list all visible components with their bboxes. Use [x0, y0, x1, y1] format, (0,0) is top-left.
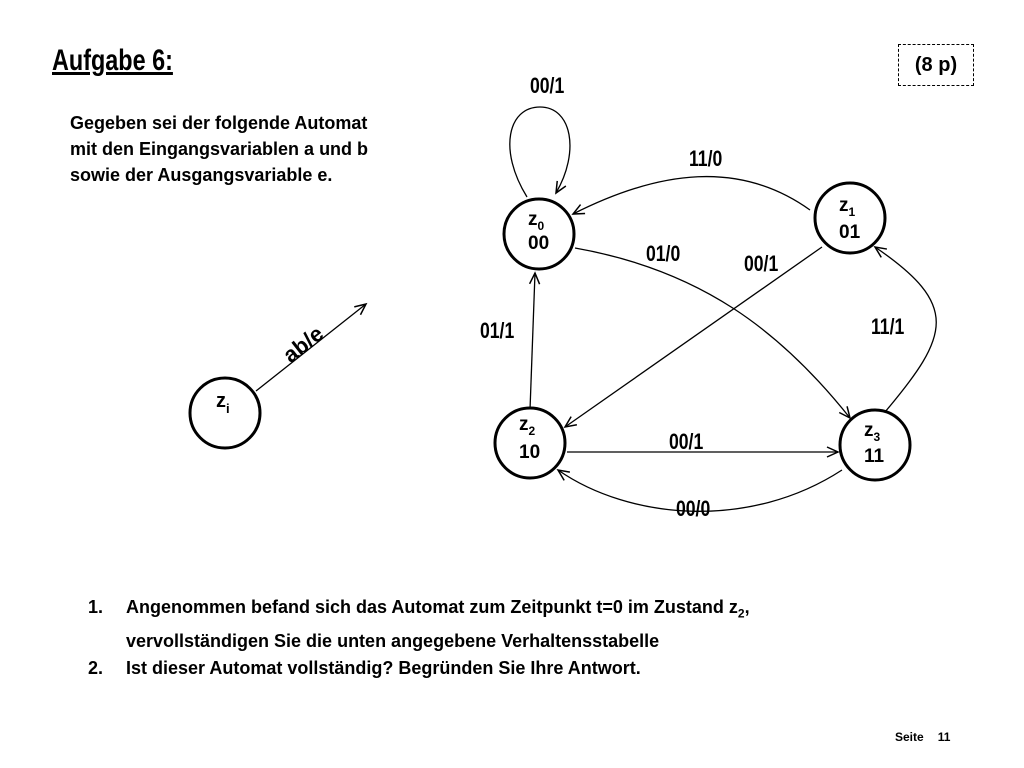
label-z0-self: 00/1	[530, 74, 564, 98]
state-z1: z1 01	[813, 181, 887, 255]
state-code: 01	[839, 222, 861, 243]
transition-z2-z0	[528, 271, 541, 411]
label-z2-z0: 01/1	[480, 319, 514, 343]
intro-line: sowie der Ausgangsvariable e.	[70, 165, 333, 185]
intro-line: Gegeben sei der folgende Automat	[70, 113, 368, 133]
state-label: z2	[519, 414, 536, 438]
state-z3: z3 11	[838, 408, 912, 482]
page-footer: Seite 11	[895, 730, 964, 744]
task-text-suffix: ,	[744, 597, 750, 617]
state-circle	[502, 197, 576, 271]
task-number: 2.	[88, 657, 104, 678]
label-z2-z3: 00/1	[669, 430, 703, 454]
state-code: 00	[528, 233, 549, 254]
slide-title: Aufgabe 6:	[52, 44, 173, 77]
task-text: Angenommen befand sich das Automat zum Z…	[126, 597, 738, 617]
intro-line: mit den Eingangsvariablen a und b	[70, 139, 369, 159]
state-label: z1	[839, 195, 856, 219]
task-text: Ist dieser Automat vollständig? Begründe…	[126, 657, 641, 678]
footer-label: Seite	[895, 730, 924, 744]
transition-labels: 00/1 11/0 01/0 00/1 01/1 11/1 00/1 00/0	[480, 74, 904, 521]
page-number: 11	[937, 730, 951, 744]
task-number: 1.	[88, 597, 104, 617]
task-item: 1. Angenommen befand sich das Automat zu…	[88, 594, 750, 655]
transition-z1-z2	[563, 246, 823, 429]
state-label: z3	[864, 420, 881, 444]
points-box: (8 p)	[898, 44, 974, 86]
label-z1-z2: 00/1	[744, 252, 778, 276]
state-circle	[493, 406, 567, 480]
transition-z3-z1	[873, 245, 937, 413]
legend-edge-label: ab/e	[278, 321, 328, 368]
legend-state-label: zi	[216, 390, 230, 416]
transitions	[509, 106, 937, 512]
transition-z0-z3	[574, 247, 852, 420]
label-z3-z2: 00/0	[676, 497, 710, 521]
state-label: z0	[528, 209, 545, 233]
state-circle	[838, 408, 912, 482]
intro-text: Gegeben sei der folgende Automat mit den…	[70, 110, 368, 188]
task-text-line2: vervollständigen Sie die unten angegeben…	[126, 630, 660, 651]
task-list: 1. Angenommen befand sich das Automat zu…	[88, 594, 750, 682]
legend-edge	[255, 302, 368, 392]
state-code: 10	[519, 442, 540, 463]
label-z3-z1: 11/1	[871, 315, 904, 339]
transition-z3-z2	[556, 468, 843, 512]
state-z2: z2 10	[493, 406, 567, 480]
transition-z1-z0	[571, 175, 811, 215]
legend: zi ab/e	[188, 302, 368, 450]
state-z0: z0 00	[502, 197, 576, 271]
state-code: 11	[864, 446, 885, 467]
transition-z0-self	[509, 106, 571, 198]
task-item: 2. Ist dieser Automat vollständig? Begrü…	[88, 655, 750, 682]
label-z1-z0: 11/0	[689, 147, 722, 171]
task-subscript: 2	[737, 606, 745, 621]
state-circle	[813, 181, 887, 255]
label-z0-z3: 01/0	[646, 242, 680, 266]
legend-state-circle	[188, 376, 262, 450]
